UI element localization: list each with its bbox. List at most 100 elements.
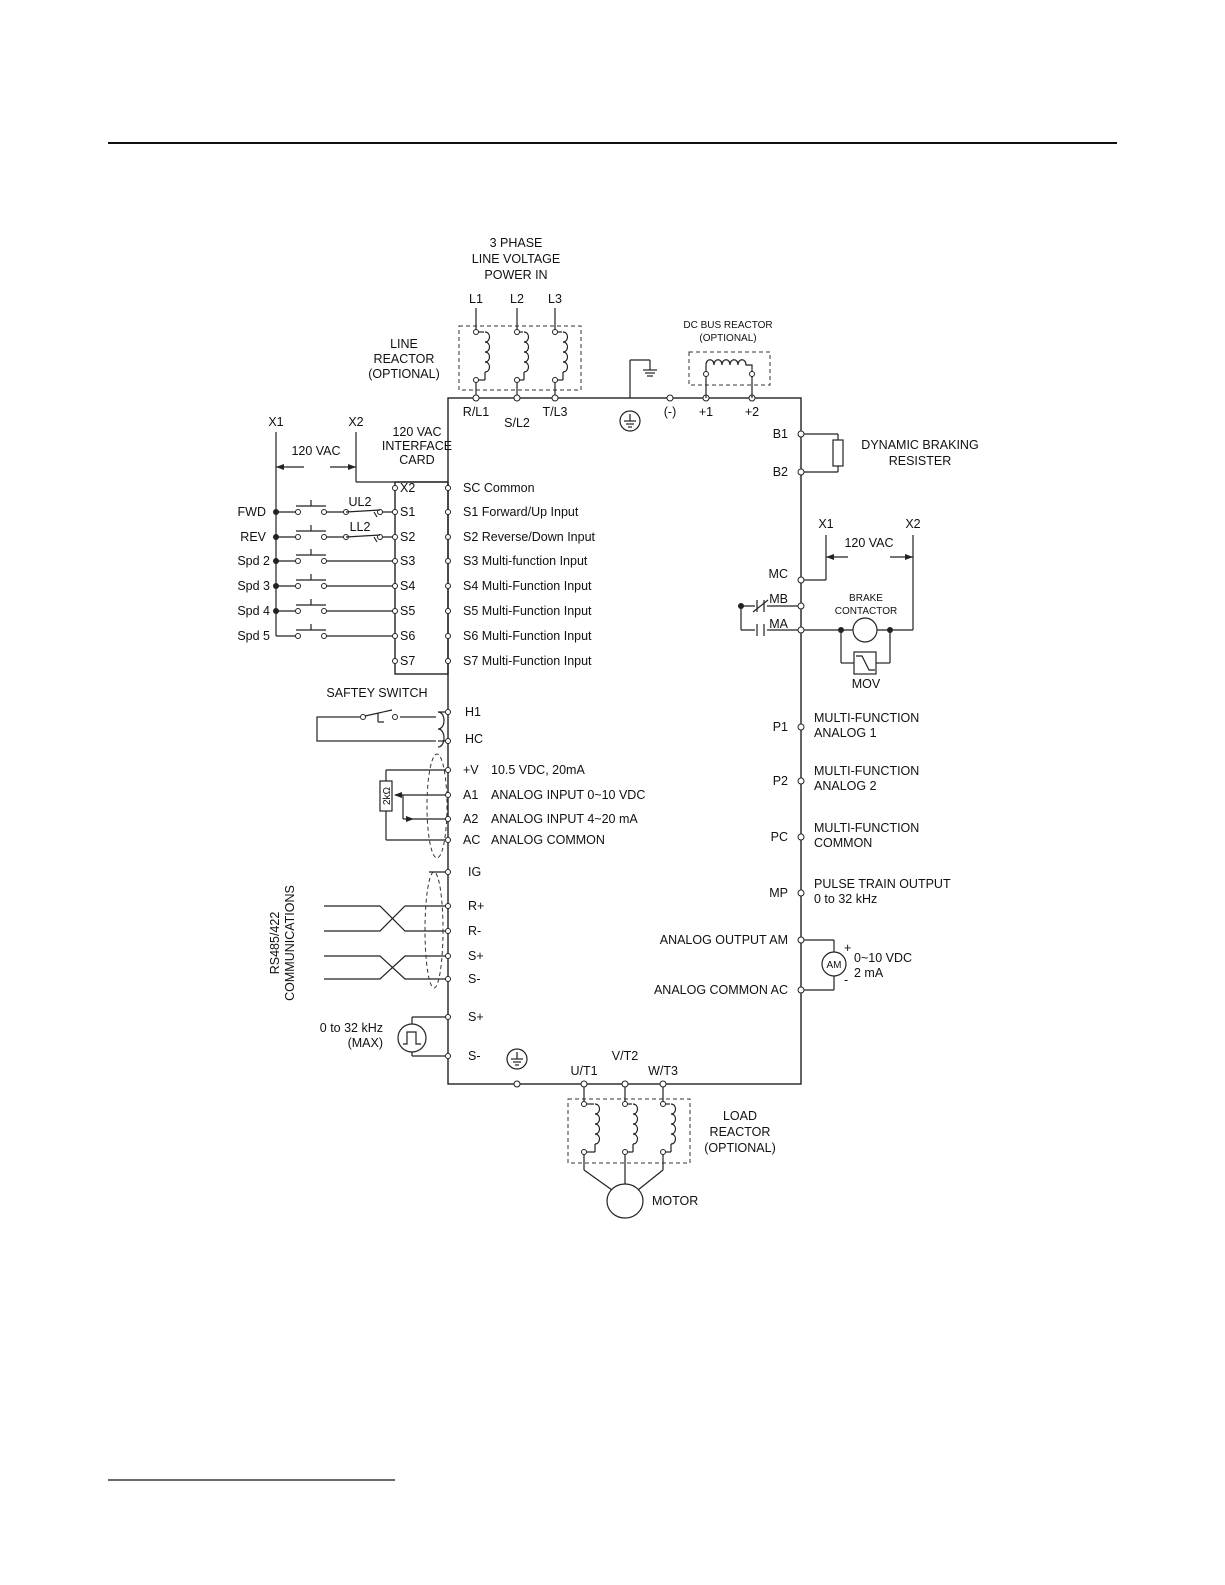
- card-label-3: CARD: [399, 453, 434, 467]
- analog-term-a1: A1: [463, 788, 478, 802]
- pulse-term-sminus: S-: [468, 1049, 481, 1063]
- dc-bus-reactor-coil: [703, 359, 755, 398]
- output-term-mp: MP: [769, 886, 788, 900]
- terminal-b2: B2: [773, 465, 788, 479]
- braking-label-2: RESISTER: [889, 454, 952, 468]
- card-x2: X2: [348, 415, 363, 429]
- bottom-ground-icon: [506, 1048, 528, 1088]
- card-label-1: 120 VAC: [392, 425, 441, 439]
- card-vac: 120 VAC: [291, 444, 340, 458]
- potentiometer-wiring: [379, 753, 451, 859]
- card-term-s2: S2: [400, 530, 415, 544]
- line-reactor-coils: [473, 308, 569, 398]
- card-term-s6: S6: [400, 629, 415, 643]
- brake-vac: 120 VAC: [844, 536, 893, 550]
- desc-s1: S1 Forward/Up Input: [463, 505, 579, 519]
- meter-minus: -: [844, 973, 848, 987]
- card-term-s7: S7: [400, 654, 415, 668]
- terminal-b1: B1: [773, 427, 788, 441]
- analog-term-a2: A2: [463, 812, 478, 826]
- analog-meter-wiring: [797, 936, 847, 994]
- ground-icon: [619, 410, 641, 432]
- input-rev: REV: [240, 530, 266, 544]
- output-p2-line2: ANALOG 2: [814, 779, 877, 793]
- meter-plus: +: [844, 941, 851, 955]
- pulse-generator-icon: [397, 1014, 451, 1059]
- terminal-plus2: +2: [745, 405, 759, 419]
- output-v-t2: V/T2: [612, 1049, 638, 1063]
- desc-s2: S2 Reverse/Down Input: [463, 530, 596, 544]
- analog-desc-v: 10.5 VDC, 20mA: [491, 763, 585, 777]
- analog-term-v: +V: [463, 763, 479, 777]
- line-reactor-label-1: LINE: [390, 337, 418, 351]
- load-reactor-label-2: REACTOR: [710, 1125, 771, 1139]
- comms-term-ig: IG: [468, 865, 481, 879]
- terminal-ma: MA: [769, 617, 788, 631]
- braking-label-1: DYNAMIC BRAKING: [861, 438, 978, 452]
- pulse-in-label-1: 0 to 32 kHz: [320, 1021, 383, 1035]
- terminal-mc: MC: [769, 567, 788, 581]
- comms-term-sminus: S-: [468, 972, 481, 986]
- terminal-s-l2: S/L2: [504, 416, 530, 430]
- earth-ground-icon: [629, 359, 657, 398]
- motor-label: MOTOR: [652, 1194, 698, 1208]
- line-reactor-label-3: (OPTIONAL): [368, 367, 440, 381]
- phase-l1: L1: [469, 292, 483, 306]
- desc-s7: S7 Multi-Function Input: [463, 654, 592, 668]
- input-spd3: Spd 3: [237, 579, 270, 593]
- input-switches: [273, 509, 395, 637]
- brake-x1: X1: [818, 517, 833, 531]
- limit-ll2: LL2: [350, 520, 371, 534]
- dc-bus-reactor-label-2: (OPTIONAL): [699, 333, 756, 344]
- phase-l3: L3: [548, 292, 562, 306]
- mov-label: MOV: [852, 677, 881, 691]
- output-mp-line1: PULSE TRAIN OUTPUT: [814, 877, 951, 891]
- output-w-t3: W/T3: [648, 1064, 678, 1078]
- analog-term-ac: AC: [463, 833, 480, 847]
- output-u-t1: U/T1: [570, 1064, 597, 1078]
- dc-bus-reactor-box: [688, 351, 771, 386]
- brake-contactor-label-1: BRAKE: [849, 593, 883, 604]
- brake-contactor-label-2: CONTACTOR: [835, 606, 897, 617]
- desc-s4: S4 Multi-Function Input: [463, 579, 592, 593]
- load-reactor-label-3: (OPTIONAL): [704, 1141, 776, 1155]
- terminal-r-l1: R/L1: [463, 405, 489, 419]
- output-p1-line2: ANALOG 1: [814, 726, 877, 740]
- output-terminals: [797, 723, 805, 897]
- analog-desc-a1: ANALOG INPUT 0~10 VDC: [491, 788, 645, 802]
- line-reactor-label-2: REACTOR: [374, 352, 435, 366]
- card-term-x2: X2: [400, 481, 415, 495]
- power-in-label-3: POWER IN: [484, 268, 547, 282]
- pot-label: 2kΩ: [382, 786, 393, 805]
- desc-s5: S5 Multi-Function Input: [463, 604, 592, 618]
- card-term-s4: S4: [400, 579, 415, 593]
- comms-label-2: COMMUNICATIONS: [283, 885, 297, 1001]
- desc-s6: S6 Multi-Function Input: [463, 629, 592, 643]
- output-pc-line1: MULTI-FUNCTION: [814, 821, 919, 835]
- output-pc-line2: COMMON: [814, 836, 872, 850]
- meter-range: 0~10 VDC: [854, 951, 912, 965]
- output-term-pc: PC: [771, 830, 788, 844]
- card-label-2: INTERFACE: [382, 439, 452, 453]
- comms-label-1: RS485/422: [268, 912, 282, 975]
- switch-contacts: [296, 506, 383, 642]
- card-x1: X1: [268, 415, 283, 429]
- output-p2-line1: MULTI-FUNCTION: [814, 764, 919, 778]
- input-spd2: Spd 2: [237, 554, 270, 568]
- input-spd4: Spd 4: [237, 604, 270, 618]
- comms-term-rplus: R+: [468, 899, 484, 913]
- card-term-s5: S5: [400, 604, 415, 618]
- input-spd5: Spd 5: [237, 629, 270, 643]
- load-reactor-coils: [580, 1080, 677, 1191]
- input-fwd: FWD: [238, 505, 266, 519]
- pulse-in-label-2: (MAX): [348, 1036, 383, 1050]
- meter-current: 2 mA: [854, 966, 884, 980]
- analog-desc-ac: ANALOG COMMON: [491, 833, 605, 847]
- power-in-label-1: 3 PHASE: [490, 236, 543, 250]
- load-reactor-label-1: LOAD: [723, 1109, 757, 1123]
- terminal-mb: MB: [769, 592, 788, 606]
- drive-outline: [447, 397, 802, 1085]
- braking-resistor-icon: [804, 433, 844, 473]
- phase-l2: L2: [510, 292, 524, 306]
